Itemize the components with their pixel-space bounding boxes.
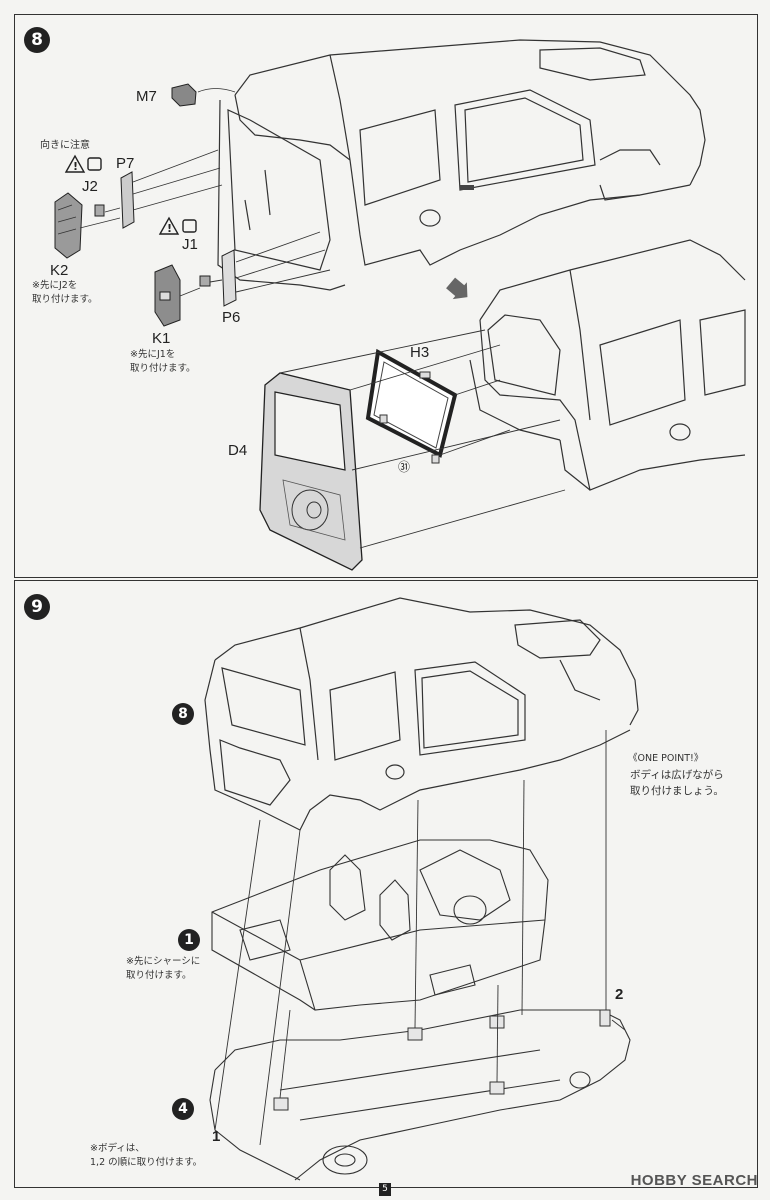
part-label-p6: P6 — [222, 309, 241, 326]
step-8-panel — [14, 14, 758, 578]
part-label-j1: J1 — [182, 236, 198, 253]
svg-text:!: ! — [167, 222, 172, 235]
caution-label: 向きに注意 — [40, 140, 90, 151]
ref-step-4-badge: 4 — [172, 1098, 194, 1120]
one-point-title: 《ONE POINT!》 — [628, 753, 704, 764]
ref-step-1-badge: 1 — [178, 929, 200, 951]
pin-label-2: 2 — [615, 986, 624, 1003]
watermark: HOBBY SEARCH — [630, 1172, 758, 1189]
svg-text:!: ! — [73, 160, 78, 173]
pin-label-1: 1 — [212, 1128, 221, 1145]
part-label-m7: M7 — [136, 88, 157, 105]
ref-step-8-badge: 8 — [172, 703, 194, 725]
part-label-k2: K2 — [50, 262, 69, 279]
glue-reference: ㉛ — [398, 460, 411, 474]
note-body-order: ※ボディは、 1,2 の順に取り付けます。 — [90, 1143, 203, 1168]
part-label-p7: P7 — [116, 155, 135, 172]
note-k2: ※先にJ2を 取り付けます。 — [32, 280, 98, 305]
note-k1: ※先にJ1を 取り付けます。 — [130, 349, 196, 374]
part-label-k1: K1 — [152, 330, 171, 347]
step-8-number: 8 — [24, 27, 50, 53]
part-label-d4: D4 — [228, 442, 248, 459]
page-number: 5 — [379, 1183, 391, 1196]
part-m7-shape — [171, 83, 197, 107]
part-d4-shape — [259, 372, 363, 571]
note-interior: ※先にシャーシに 取り付けます。 — [126, 956, 201, 981]
part-label-j2: J2 — [82, 178, 98, 195]
part-label-h3: H3 — [410, 344, 430, 361]
step-9-number: 9 — [24, 594, 50, 620]
one-point-text: ボディは広げながら 取り付けましょう。 — [630, 769, 724, 797]
